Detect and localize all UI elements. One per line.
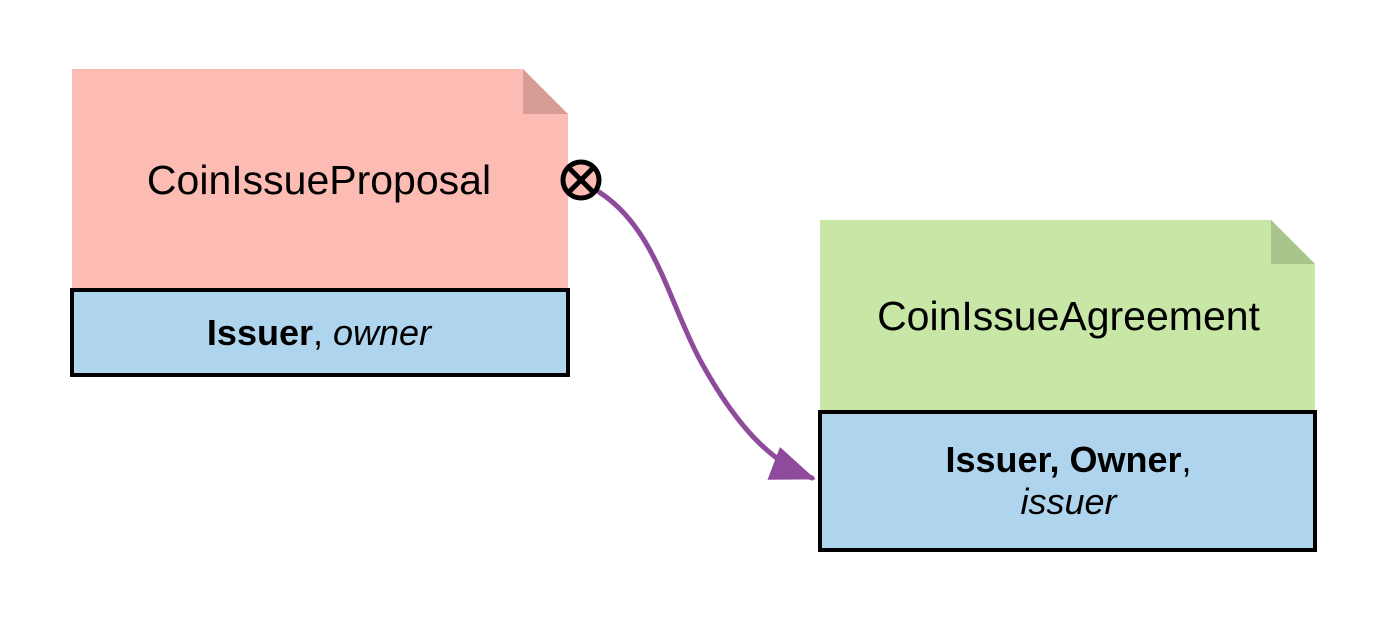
fold-corner-icon bbox=[523, 69, 568, 114]
circle-cross-stroke-b bbox=[567, 166, 595, 194]
compartment-roles-issuer-owner: Issuer, Owner bbox=[945, 438, 1182, 480]
circle-cross-stroke-a bbox=[567, 166, 595, 194]
association-line[interactable] bbox=[596, 189, 816, 481]
compartment-role-issuer: Issuer bbox=[206, 311, 313, 353]
header-fill bbox=[820, 220, 1315, 412]
node-coinissueproposal-compartment: Issuer, owner bbox=[74, 290, 564, 375]
node-coinissueagreement-title: CoinIssueAgreement bbox=[877, 293, 1260, 340]
node-coinissueproposal-title: CoinIssueProposal bbox=[146, 156, 492, 203]
compartment-fill bbox=[818, 410, 1317, 552]
node-coinissueproposal[interactable]: CoinIssueProposal Issuer, owner bbox=[70, 67, 570, 379]
compartment-identifier-issuer: issuer bbox=[1020, 481, 1117, 522]
compartment-separator: , bbox=[313, 311, 334, 353]
node-coinissueagreement-shape bbox=[818, 220, 1317, 552]
node-coinissueagreement-compartment: Issuer, Owner, issuer bbox=[822, 412, 1315, 550]
compartment-identifier-owner: owner bbox=[333, 311, 432, 353]
fold-corner-icon bbox=[1271, 220, 1315, 264]
header-fill bbox=[72, 69, 568, 290]
compartment-fill bbox=[70, 288, 570, 377]
node-coinissueagreement[interactable]: CoinIssueAgreement Issuer, Owner, issuer bbox=[818, 218, 1318, 552]
compartment-separator: , bbox=[1181, 438, 1192, 480]
node-coinissueproposal-shape bbox=[70, 69, 570, 377]
